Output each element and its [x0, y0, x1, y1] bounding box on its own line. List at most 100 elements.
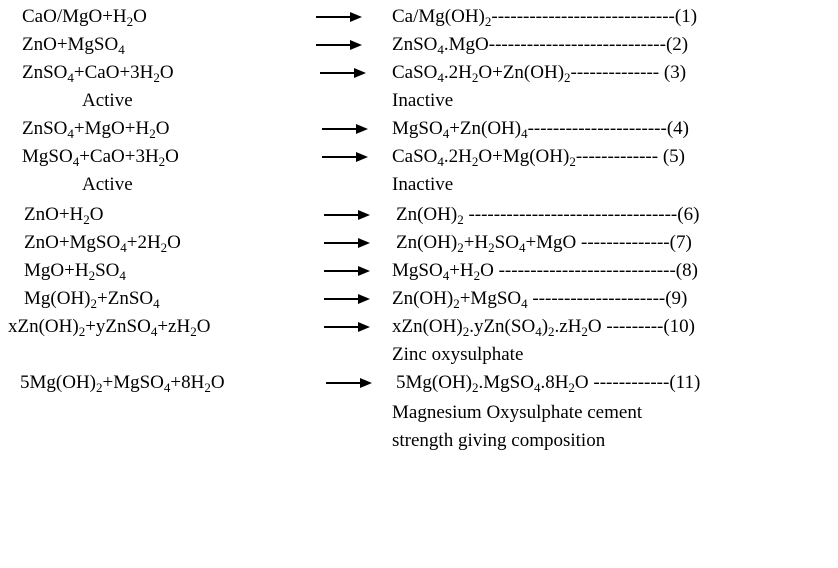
subscript: 4 — [518, 240, 526, 255]
equation-number: (5) — [658, 146, 685, 167]
subscript: 4 — [437, 154, 444, 169]
subscript: 2 — [471, 154, 479, 169]
products: Ca/Mg(OH)2-----------------------------(… — [392, 6, 698, 29]
subscript: 4 — [118, 42, 125, 57]
subscript: 2 — [204, 380, 211, 395]
reaction-arrow-icon — [324, 210, 370, 220]
subscript: 2 — [471, 70, 479, 85]
subscript: 2 — [569, 154, 576, 169]
leader-dashes: -------------- — [570, 62, 660, 83]
reactants: Mg(OH)2+ZnSO4 — [24, 288, 160, 311]
subscript: 2 — [96, 380, 103, 395]
subscript: 2 — [462, 324, 470, 339]
reaction-arrow-icon — [320, 68, 366, 78]
reaction-arrow-icon — [324, 238, 370, 248]
reactants: MgO+H2SO4 — [24, 260, 126, 283]
subscript: 4 — [442, 126, 450, 141]
subscript: 4 — [67, 70, 74, 85]
leader-dashes: ----------------------------- — [491, 6, 675, 27]
leader-dashes: -------------- — [576, 232, 670, 253]
subscript: 2 — [472, 380, 479, 395]
subscript: 4 — [437, 70, 444, 85]
leader-dashes: --------------------- — [527, 288, 666, 309]
active-label: Active — [82, 90, 133, 111]
equation-number: (2) — [665, 34, 689, 55]
leader-dashes: --------------------------------- — [463, 204, 678, 225]
subscript: 4 — [119, 268, 126, 283]
reaction-arrow-icon — [322, 152, 368, 162]
subscript: 2 — [158, 154, 166, 169]
subscript: 2 — [581, 324, 588, 339]
subscript: 4 — [437, 42, 444, 57]
subscript: 2 — [88, 268, 96, 283]
subscript: 4 — [120, 240, 127, 255]
reactants: ZnO+MgSO4 — [22, 34, 125, 57]
reaction-row-4: ZnSO4+MgO+H2O MgSO4+Zn(OH)4-------------… — [0, 116, 838, 142]
leader-dashes: ------------- — [575, 146, 659, 167]
mos-note-row-1: Magnesium Oxysulphate cement — [0, 400, 838, 426]
products: Zn(OH)2+H2SO4+MgO --------------(7) — [396, 232, 692, 255]
reaction-row-9: Mg(OH)2+ZnSO4 Zn(OH)2+MgSO4 ------------… — [0, 286, 838, 312]
leader-dashes: ---------------------------- — [493, 260, 676, 281]
subscript: 4 — [533, 380, 541, 395]
subscript: 2 — [160, 240, 168, 255]
reactants: MgSO4+CaO+3H2O — [22, 146, 179, 169]
reactants: 5Mg(OH)2+MgSO4+8H2O — [20, 372, 225, 395]
subscript: 4 — [72, 154, 80, 169]
reaction-row-1: CaO/MgO+H2O Ca/Mg(OH)2------------------… — [0, 4, 838, 30]
reactants: ZnO+MgSO4+2H2O — [24, 232, 181, 255]
leader-dashes: --------- — [601, 316, 664, 337]
equation-number: (4) — [666, 118, 689, 139]
mos-note-row-2: strength giving composition — [0, 428, 838, 454]
equation-number: (10) — [663, 316, 696, 337]
subscript: 2 — [564, 70, 571, 85]
reaction-arrow-icon — [324, 322, 370, 332]
zinc-oxysulphate-row: Zinc oxysulphate — [0, 342, 838, 368]
activity-row-1: Active Inactive — [0, 88, 838, 114]
reaction-row-7: ZnO+MgSO4+2H2O Zn(OH)2+H2SO4+MgO -------… — [0, 230, 838, 256]
inactive-label: Inactive — [392, 90, 454, 111]
leader-dashes: ------------ — [588, 372, 670, 393]
reaction-row-5: MgSO4+CaO+3H2O CaSO4.2H2O+Mg(OH)2-------… — [0, 144, 838, 170]
subscript: 2 — [484, 14, 492, 29]
subscript: 2 — [149, 126, 156, 141]
subscript: 2 — [153, 70, 160, 85]
subscript: 2 — [457, 212, 464, 227]
subscript: 2 — [126, 14, 134, 29]
inactive-label: Inactive — [392, 174, 454, 195]
subscript: 2 — [488, 240, 495, 255]
subscript: 4 — [150, 324, 158, 339]
reaction-row-2: ZnO+MgSO4 ZnSO4.MgO---------------------… — [0, 32, 838, 58]
subscript: 2 — [457, 240, 464, 255]
reactants: ZnO+H2O — [24, 204, 104, 227]
products: ZnSO4.MgO----------------------------(2) — [392, 34, 689, 57]
subscript: 4 — [442, 268, 450, 283]
activity-row-2: Active Inactive — [0, 172, 838, 198]
equation-number: (1) — [674, 6, 698, 27]
subscript: 2 — [90, 296, 98, 311]
mos-note-line-2: strength giving composition — [392, 430, 606, 451]
subscript: 2 — [190, 324, 197, 339]
products: Zn(OH)2+MgSO4 ---------------------(9) — [392, 288, 688, 311]
reaction-row-3: ZnSO4+CaO+3H2O CaSO4.2H2O+Zn(OH)2-------… — [0, 60, 838, 86]
equation-number: (11) — [669, 372, 701, 393]
reaction-row-6: ZnO+H2O Zn(OH)2 ------------------------… — [0, 202, 838, 228]
subscript: 4 — [535, 324, 542, 339]
mos-note-line-1: Magnesium Oxysulphate cement — [392, 402, 643, 423]
products: Zn(OH)2 --------------------------------… — [396, 204, 700, 227]
leader-dashes: ---------------------------- — [488, 34, 666, 55]
leader-dashes: ---------------------- — [527, 118, 667, 139]
subscript: 2 — [453, 296, 460, 311]
equation-number: (8) — [675, 260, 698, 281]
reaction-row-8: MgO+H2SO4 MgSO4+H2O --------------------… — [0, 258, 838, 284]
subscript: 2 — [568, 380, 575, 395]
subscript: 4 — [67, 126, 74, 141]
equation-number: (6) — [677, 204, 700, 225]
subscript: 2 — [473, 268, 481, 283]
reaction-arrow-icon — [324, 266, 370, 276]
reaction-row-11: 5Mg(OH)2+MgSO4+8H2O 5Mg(OH)2.MgSO4.8H2O … — [0, 370, 838, 396]
subscript: 2 — [83, 212, 90, 227]
reaction-arrow-icon — [326, 378, 372, 388]
subscript: 4 — [521, 126, 528, 141]
